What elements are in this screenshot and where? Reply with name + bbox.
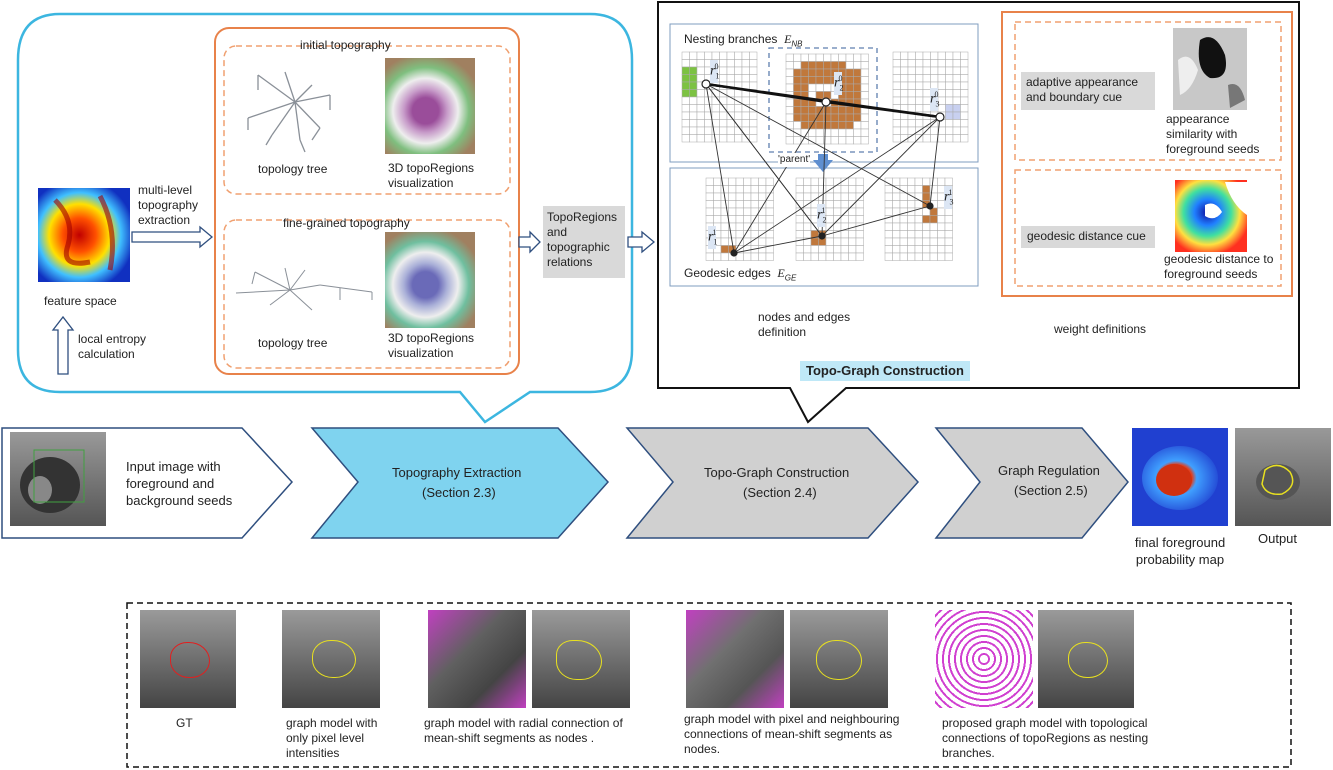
toporegions-viz-2	[385, 232, 475, 328]
appearance-similarity-label: appearance similarity with foreground se…	[1166, 112, 1260, 156]
topology-tree-label-1: topology tree	[258, 162, 328, 176]
topo-graph-caption: Topo-Graph Construction	[800, 361, 970, 381]
grid-r2-1	[795, 177, 864, 261]
grid-r3-1	[884, 177, 953, 261]
graph-node	[935, 112, 945, 122]
radial-graph-image	[428, 610, 526, 708]
multi-level-label: multi-level topography extraction	[138, 183, 199, 227]
viz-label-1: 3D topoRegions visualization	[388, 161, 475, 190]
pipeline-step-3	[934, 427, 1129, 539]
weight-definitions-label: weight definitions	[1054, 322, 1147, 336]
graph-node	[730, 249, 738, 257]
graph-node	[926, 202, 934, 210]
local-entropy-label: local entropy calculation	[78, 332, 147, 361]
pipeline-step-2	[625, 427, 920, 539]
radial-result-image	[532, 610, 630, 708]
geodesic-edge	[733, 101, 827, 254]
grid-r1-1	[705, 177, 774, 261]
arrow-local-entropy	[51, 315, 75, 375]
radial-model-label: graph model with radial connection of me…	[424, 716, 623, 745]
neighbour-graph-image	[686, 610, 784, 708]
parent-dashed-box	[768, 47, 878, 153]
topology-tree-2	[235, 267, 373, 311]
geodesic-distance-cue: geodesic distance cue	[1021, 226, 1155, 248]
comparison-box	[126, 602, 1292, 768]
step3-title: Graph Regulation	[998, 463, 1100, 478]
toporegions-box: TopoRegions and topographic relations	[543, 206, 625, 278]
pipeline-step-1	[310, 427, 610, 539]
step2-section: (Section 2.4)	[743, 485, 817, 500]
parent-arrow	[813, 154, 833, 172]
pixel-model-image	[282, 610, 380, 708]
topography-callout	[16, 12, 634, 424]
proposed-model-label: proposed graph model with topological co…	[942, 716, 1149, 760]
nodes-edges-label: nodes and edges definition	[758, 310, 851, 339]
node-r1-0: r10	[710, 60, 719, 84]
fine-topography-title: fine-grained topography	[283, 216, 410, 230]
parent-label: 'parent'	[778, 153, 811, 167]
node-r2-1: r21	[817, 204, 826, 228]
geodesic-edges-label: Geodesic edges EGE	[684, 266, 797, 283]
geodesic-edge	[929, 116, 941, 207]
geodesic-edge	[733, 235, 823, 254]
geodesic-edge	[821, 205, 931, 237]
neighbour-result-image	[790, 610, 888, 708]
graph-node	[821, 97, 831, 107]
topology-tree-label-2: topology tree	[258, 336, 328, 350]
arrow-to-topography	[131, 225, 214, 249]
node-r3-1: r31	[944, 186, 953, 210]
geodesic-edge	[821, 116, 941, 237]
final-map-label: final foreground probability map	[1134, 535, 1226, 567]
geodesic-edge	[705, 83, 823, 237]
node-r3-0: r30	[930, 88, 939, 112]
step3-section: (Section 2.5)	[1014, 483, 1088, 498]
output-label: Output	[1258, 531, 1298, 546]
node-r2-0: r20	[834, 72, 843, 96]
arrow-to-toporegions	[518, 230, 541, 254]
step2-title: Topo-Graph Construction	[704, 465, 850, 480]
initial-topo-dashed-box	[223, 45, 511, 195]
gt-label: GT	[176, 716, 193, 730]
node-r1-1: r11	[708, 226, 717, 250]
viz-label-2: 3D topoRegions visualization	[388, 331, 475, 360]
grid-r1-0	[681, 51, 758, 143]
pixel-model-label: graph model with only pixel level intens…	[286, 716, 378, 760]
nesting-branches-label: Nesting branches ENB	[684, 32, 803, 49]
gt-image	[140, 610, 236, 708]
neighbour-model-label: graph model with pixel and neighbouring …	[684, 712, 900, 756]
graph-node	[818, 232, 826, 240]
geodesic-edge	[705, 83, 735, 254]
fine-topo-dashed-box	[223, 219, 511, 369]
topography-orange-box	[214, 27, 520, 375]
step1-title: Topography Extraction	[392, 465, 522, 480]
proposed-graph-image	[935, 610, 1033, 708]
geodesic-edge	[705, 83, 931, 207]
geodesic-edge	[733, 116, 941, 254]
pipeline-input-label: Input image with foreground and backgrou…	[126, 459, 233, 508]
arrow-to-graph	[627, 230, 656, 254]
grid-r3-0	[892, 51, 969, 143]
feature-space-heatmap	[38, 188, 130, 282]
weight-orange-box	[1001, 11, 1293, 297]
topology-tree-1	[247, 71, 331, 153]
initial-topography-title: initial topography	[300, 38, 391, 52]
feature-space-label: feature space	[44, 294, 117, 308]
step1-section: (Section 2.3)	[422, 485, 496, 500]
proposed-result-image	[1038, 610, 1134, 708]
graph-node	[701, 79, 711, 89]
toporegions-viz-1	[385, 58, 475, 154]
geodesic-distance-label: geodesic distance to foreground seeds	[1164, 252, 1274, 281]
adaptive-appearance-cue: adaptive appearance and boundary cue	[1021, 72, 1155, 110]
